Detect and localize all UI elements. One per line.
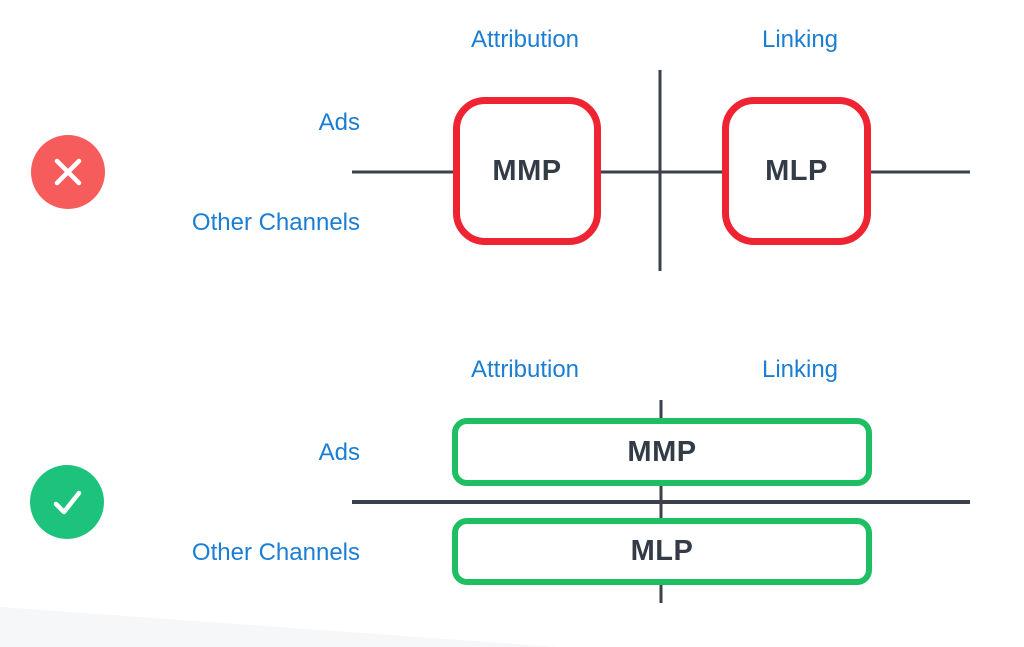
bad-mlp-node: MLP — [722, 97, 871, 245]
good-mmp-node: MMP — [452, 418, 872, 486]
bad-row-label-other-channels: Other Channels — [191, 209, 360, 236]
bad-mlp-node-label: MLP — [765, 154, 828, 187]
good-mlp-node-label: MLP — [630, 535, 694, 567]
good-row-label-other-channels: Other Channels — [191, 539, 360, 566]
good-row-label-ads: Ads — [318, 439, 360, 466]
check-icon-glyph — [53, 490, 82, 515]
good-column-label-attribution: Attribution — [470, 356, 580, 383]
bad-column-label-linking: Linking — [761, 26, 839, 53]
bad-mmp-node-label: MMP — [492, 154, 562, 187]
bad-column-label-attribution: Attribution — [470, 26, 580, 53]
good-column-label-linking: Linking — [761, 356, 839, 383]
bad-mmp-node: MMP — [453, 97, 601, 245]
bad-row-label-ads: Ads — [318, 109, 360, 136]
cross-icon — [31, 135, 105, 209]
check-icon — [30, 465, 104, 539]
cross-icon-glyph — [54, 158, 82, 186]
good-mmp-node-label: MMP — [627, 435, 697, 468]
good-mlp-node: MLP — [452, 518, 872, 585]
